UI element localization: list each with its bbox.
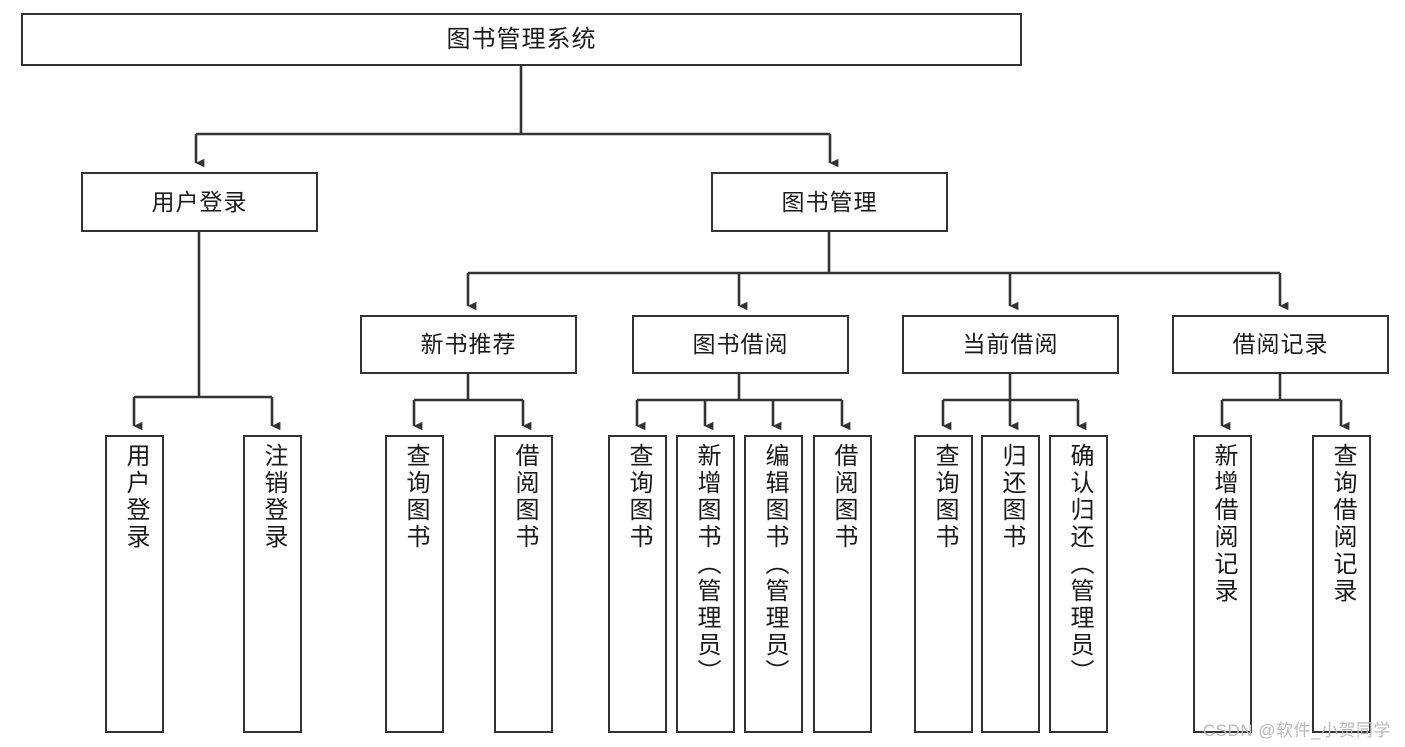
- node-label: 编辑图书（管理员）: [760, 443, 788, 686]
- node-new-book-recommend[interactable]: 新书推荐: [360, 315, 577, 374]
- leaf-current-borrow-return[interactable]: 归还图书: [981, 435, 1040, 733]
- leaf-current-borrow-query[interactable]: 查询图书: [914, 435, 973, 733]
- leaf-new-book-query[interactable]: 查询图书: [385, 435, 444, 733]
- node-label: 新增借阅记录: [1209, 443, 1237, 605]
- node-label: 查询图书: [930, 443, 958, 551]
- node-user-login[interactable]: 用户登录: [81, 172, 318, 232]
- node-label: 借阅记录: [1232, 331, 1329, 358]
- node-label: 注销登录: [259, 443, 287, 551]
- node-label: 当前借阅: [962, 331, 1059, 358]
- node-label: 图书管理: [781, 188, 878, 215]
- leaf-user-login-login[interactable]: 用户登录: [105, 435, 164, 733]
- leaf-book-borrow-edit[interactable]: 编辑图书（管理员）: [744, 435, 803, 733]
- leaf-book-borrow-query[interactable]: 查询图书: [608, 435, 667, 733]
- node-book-borrow[interactable]: 图书借阅: [632, 315, 849, 374]
- csdn-watermark: CSDN @软件_小贺同学: [1202, 721, 1391, 740]
- node-book-management[interactable]: 图书管理: [711, 172, 948, 232]
- leaf-book-borrow-borrow[interactable]: 借阅图书: [813, 435, 872, 733]
- node-label: 确认归还（管理员）: [1065, 443, 1093, 686]
- node-label: 用户登录: [121, 443, 149, 551]
- leaf-current-borrow-confirm-return[interactable]: 确认归还（管理员）: [1049, 435, 1108, 733]
- leaf-borrow-record-query[interactable]: 查询借阅记录: [1312, 435, 1371, 733]
- node-root-system[interactable]: 图书管理系统: [21, 13, 1022, 66]
- node-label: 新增图书（管理员）: [692, 443, 720, 686]
- node-label: 用户登录: [151, 188, 248, 215]
- node-label: 查询借阅记录: [1328, 443, 1356, 605]
- node-label: 查询图书: [401, 443, 429, 551]
- node-label: 归还图书: [997, 443, 1025, 551]
- node-label: 查询图书: [624, 443, 652, 551]
- node-current-borrow[interactable]: 当前借阅: [902, 315, 1119, 374]
- leaf-borrow-record-add[interactable]: 新增借阅记录: [1193, 435, 1252, 733]
- node-label: 借阅图书: [829, 443, 857, 551]
- node-label: 图书借阅: [692, 331, 789, 358]
- node-label: 图书管理系统: [446, 25, 597, 53]
- leaf-user-login-logout[interactable]: 注销登录: [243, 435, 302, 733]
- node-label: 新书推荐: [420, 331, 517, 358]
- leaf-new-book-borrow[interactable]: 借阅图书: [494, 435, 553, 733]
- node-borrow-record[interactable]: 借阅记录: [1172, 315, 1389, 374]
- node-label: 借阅图书: [510, 443, 538, 551]
- leaf-book-borrow-add[interactable]: 新增图书（管理员）: [676, 435, 735, 733]
